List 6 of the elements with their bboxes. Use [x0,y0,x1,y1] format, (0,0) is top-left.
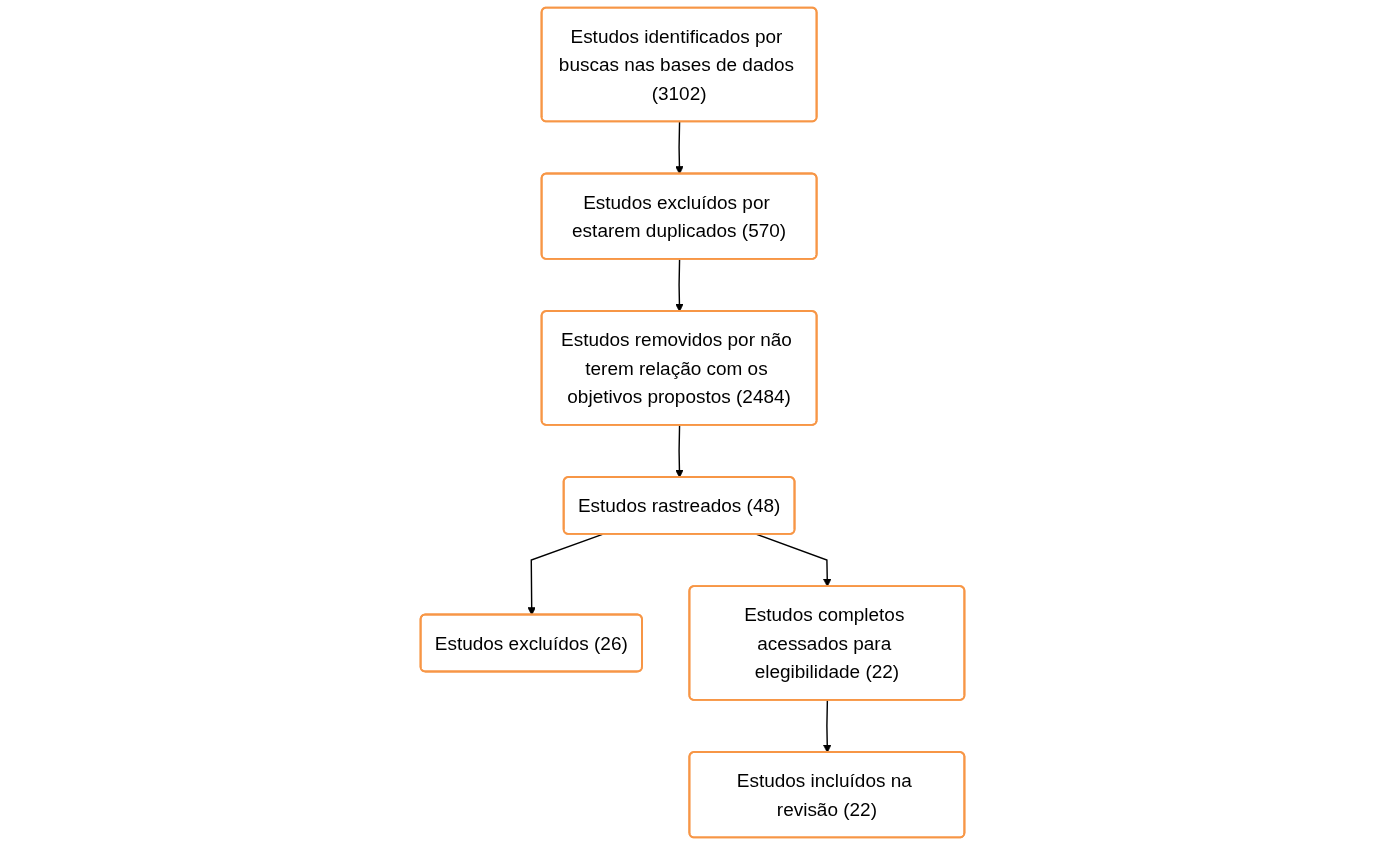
arrow [674,258,684,312]
arrow [527,533,603,616]
arrow [674,121,684,175]
arrow [822,699,831,753]
arrow [755,533,831,587]
arrow [674,424,684,478]
